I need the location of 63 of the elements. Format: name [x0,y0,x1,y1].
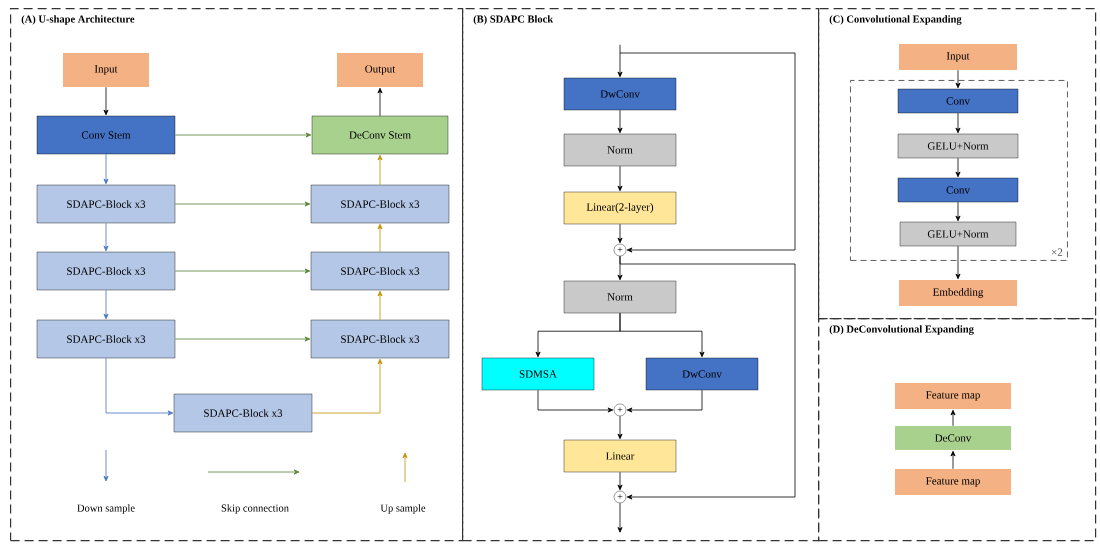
norm-box: Norm [563,133,677,167]
block-box: SDAPC-Block x3 [173,393,313,433]
arrow [619,52,796,253]
conv-box: Conv [897,88,1019,114]
legend-label: Down sample [77,504,135,514]
io-box: Input [63,53,149,87]
arrow [955,69,961,89]
arrow [377,154,383,186]
arrow [617,415,623,440]
conv-box: DwConv [645,357,759,391]
attention-box: SDMSA [481,357,595,391]
arrow [103,86,109,116]
deconv-box: DeConv Stem [311,115,449,155]
arrow [955,245,961,280]
arrow [617,471,623,491]
io-box: Output [337,53,423,87]
norm-box: GELU+Norm [897,133,1019,159]
arrow [617,165,623,192]
arrow [174,268,311,274]
arrow [103,153,109,185]
io-box: Embedding [899,280,1017,306]
arrow [174,201,311,207]
block-box: SDAPC-Block x3 [310,319,450,359]
arrow [311,358,383,414]
block-box: SDAPC-Block x3 [36,184,176,224]
arrow [950,450,956,470]
arrow [537,389,614,413]
arrow [617,223,623,244]
arrow [377,87,383,117]
conv-box: Conv Stem [36,115,176,155]
io-box: Feature map [895,469,1011,495]
block-box: SDAPC-Block x3 [36,319,176,359]
block-box: SDAPC-Block x3 [310,251,450,291]
arrow [617,109,623,134]
arrow [955,112,961,134]
norm-box: Norm [563,280,677,314]
block-box: SDAPC-Block x3 [310,184,450,224]
arrow [626,389,703,413]
arrow [619,312,705,358]
arrow [955,157,961,178]
arrow [103,289,109,320]
io-box: Feature map [895,383,1011,409]
io-box: Input [899,44,1017,70]
norm-box: GELU+Norm [899,221,1017,247]
conv-box: DwConv [563,77,677,111]
arrow [377,223,383,253]
conv-box: Conv [897,177,1019,203]
legend-label: Up sample [380,504,426,514]
linear-box: Linear [563,439,677,473]
block-box: SDAPC-Block x3 [36,251,176,291]
arrow [617,44,623,78]
arrow [955,201,961,222]
arrow [103,222,109,252]
legend-label: Skip connection [221,504,289,514]
linear-box: Linear(2-layer) [563,191,677,225]
deconv-box: DeConv [895,426,1011,450]
arrow [950,409,956,427]
arrow [105,357,174,416]
arrow [174,132,312,138]
arrow [617,502,623,533]
arrow [174,336,311,342]
arrow [377,290,383,321]
arrow [619,255,796,500]
